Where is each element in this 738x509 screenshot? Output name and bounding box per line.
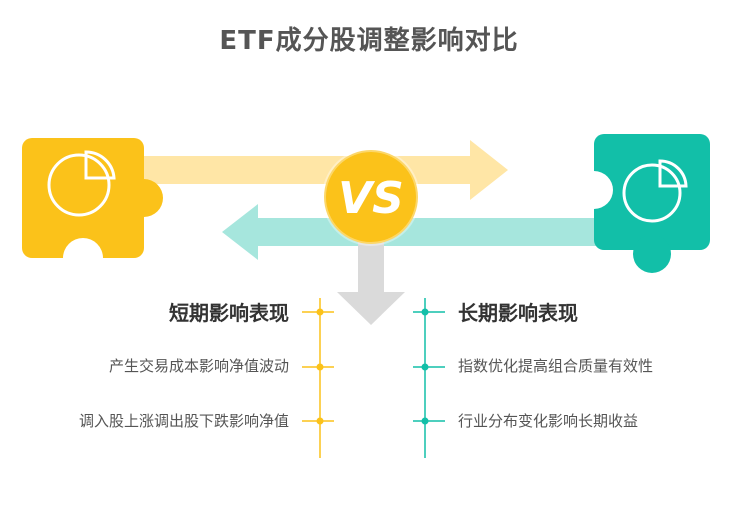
long-term-heading: 长期影响表现 [458, 301, 578, 325]
short-term-heading: 短期影响表现 [169, 301, 289, 325]
long-term-item: 行业分布变化影响长期收益 [458, 412, 639, 430]
left-puzzle-notch [63, 238, 103, 278]
right-puzzle-notch [575, 171, 613, 209]
down-arrow [337, 238, 405, 325]
vs-badge [324, 150, 418, 244]
pie-chart-icon [622, 159, 688, 223]
long-term-item: 指数优化提高组合质量有效性 [458, 357, 654, 375]
left-puzzle-piece [22, 138, 163, 258]
short-term-item: 产生交易成本影响净值波动 [108, 357, 289, 375]
page-title: ETF成分股调整影响对比 [219, 26, 519, 56]
short-term-item: 调入股上涨调出股下跌影响净值 [78, 412, 289, 430]
right-arrow [140, 140, 508, 200]
vs-label: VS [338, 173, 404, 224]
right-puzzle-piece [594, 134, 710, 273]
pie-chart-icon [47, 150, 116, 217]
left-arrow [222, 204, 598, 260]
